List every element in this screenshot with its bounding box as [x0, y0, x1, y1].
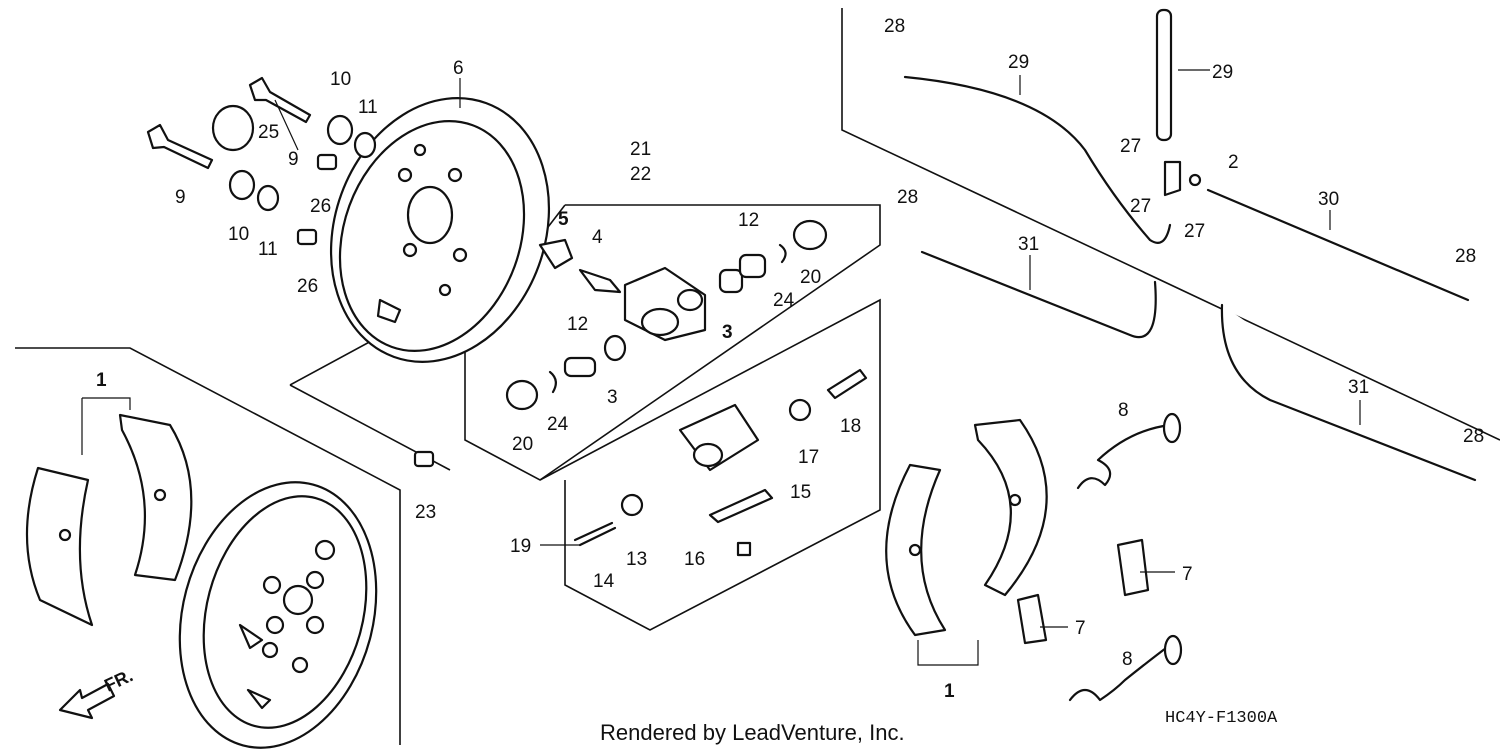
callout-16: 16 — [684, 549, 705, 570]
callout-23: 23 — [415, 502, 436, 523]
callout-3: 3 — [722, 322, 733, 343]
callout-12: 12 — [738, 210, 759, 231]
callout-11: 11 — [258, 239, 278, 260]
hoses — [903, 8, 1477, 482]
callout-19: 19 — [510, 536, 531, 557]
callout-1: 1 — [96, 370, 107, 391]
brake-drum-upper — [329, 97, 551, 363]
footer-credit: Rendered by LeadVenture, Inc. — [600, 720, 905, 745]
brake-drum-lower — [178, 481, 378, 749]
wheel-cylinder — [505, 219, 828, 411]
callout-7: 7 — [1182, 564, 1193, 585]
callout-8: 8 — [1118, 400, 1129, 421]
callout-20: 20 — [800, 267, 821, 288]
callout-28: 28 — [884, 16, 905, 37]
callout-2: 2 — [1228, 152, 1239, 173]
callout-27: 27 — [1130, 196, 1151, 217]
front-direction-arrow-icon: FR. — [58, 665, 136, 720]
leader-lines — [81, 69, 1361, 666]
callout-7: 7 — [1075, 618, 1086, 639]
callout-28: 28 — [1455, 246, 1476, 267]
callout-29: 29 — [1212, 62, 1233, 83]
callout-6: 6 — [453, 58, 464, 79]
callout-27: 27 — [1184, 221, 1205, 242]
callout-25: 25 — [258, 122, 279, 143]
callout-28: 28 — [897, 187, 918, 208]
callouts: 1 1 2 3 3 4 5 6 7 7 8 8 9 9 10 10 11 11 … — [96, 16, 1484, 702]
callout-26: 26 — [310, 196, 331, 217]
springs-and-clips — [1016, 412, 1183, 702]
callout-26: 26 — [297, 276, 318, 297]
callout-8: 8 — [1122, 649, 1133, 670]
brake-shoe-left-pair — [25, 413, 193, 627]
callout-18: 18 — [840, 416, 861, 437]
callout-24: 24 — [547, 414, 569, 435]
callout-27: 27 — [1120, 136, 1141, 157]
callout-11: 11 — [358, 97, 378, 118]
callout-12: 12 — [567, 314, 588, 335]
callout-30: 30 — [1318, 189, 1339, 210]
section-lines — [15, 8, 1500, 745]
callout-3: 3 — [607, 387, 618, 408]
callout-20: 20 — [512, 434, 533, 455]
callout-1: 1 — [944, 681, 955, 702]
callout-10: 10 — [330, 69, 351, 90]
callout-14: 14 — [593, 571, 615, 592]
callout-28: 28 — [1463, 426, 1484, 447]
adjuster-kit — [573, 368, 868, 557]
callout-24: 24 — [773, 290, 795, 311]
callout-9: 9 — [288, 149, 299, 170]
callout-22: 22 — [630, 164, 651, 185]
callout-31: 31 — [1018, 234, 1039, 255]
callout-4: 4 — [592, 227, 603, 248]
callout-21: 21 — [630, 139, 651, 160]
brake-shoe-right-pair — [885, 418, 1048, 637]
callout-13: 13 — [626, 549, 647, 570]
callout-17: 17 — [798, 447, 819, 468]
diagram-code: HC4Y-F1300A — [1165, 709, 1278, 728]
callout-10: 10 — [228, 224, 249, 245]
callout-31: 31 — [1348, 377, 1369, 398]
callout-5: 5 — [558, 209, 569, 230]
pins-and-seals — [146, 76, 435, 468]
callout-15: 15 — [790, 482, 811, 503]
callout-9: 9 — [175, 187, 186, 208]
callout-29: 29 — [1008, 52, 1029, 73]
